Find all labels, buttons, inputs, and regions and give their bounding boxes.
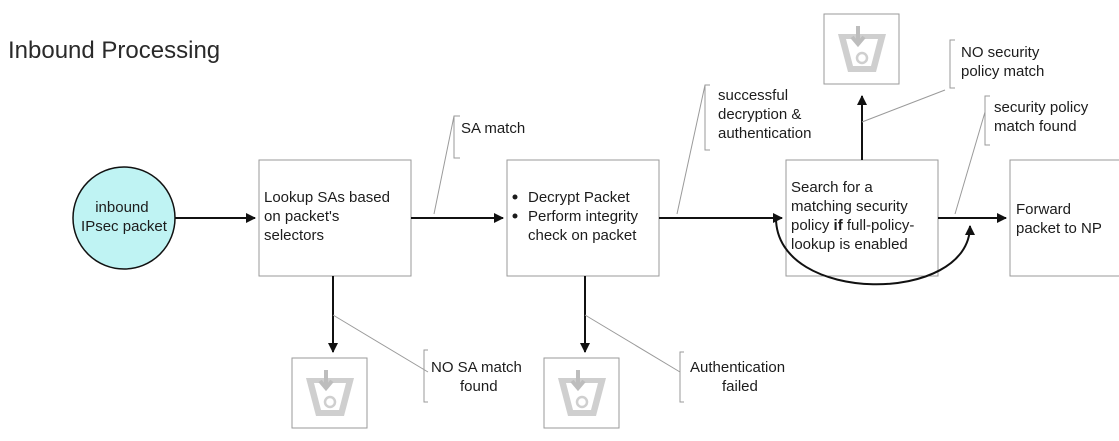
lookup-sa-label: Lookup SAs based on packet's selectors bbox=[264, 189, 394, 244]
callout-sa-match-leader bbox=[433, 115, 460, 215]
forward-box bbox=[1009, 159, 1119, 277]
arrow-bypass-search bbox=[775, 217, 975, 286]
trash-discard-icon bbox=[290, 356, 369, 430]
bullet-dot bbox=[512, 194, 518, 200]
search-policy-box bbox=[785, 159, 939, 277]
forward-label: Forward packet to NP bbox=[1016, 201, 1102, 237]
callout-decrypt-success: successful decryption & authentication bbox=[718, 87, 811, 142]
callout-no-policy-leader bbox=[861, 39, 955, 123]
callout-policy-found: security policy match found bbox=[994, 99, 1092, 135]
callout-no-sa-match-leader bbox=[332, 314, 429, 403]
callout-decrypt-success-leader bbox=[676, 84, 710, 215]
lookup-sa-box bbox=[258, 159, 412, 277]
callout-auth-failed: Authentication failed bbox=[690, 359, 789, 395]
start-node-label: inbound IPsec packet bbox=[81, 199, 168, 235]
bullet-dot bbox=[512, 213, 518, 219]
page-title: Inbound Processing bbox=[8, 37, 220, 64]
callout-policy-found-leader bbox=[954, 95, 990, 215]
search-policy-label: Search for a matching security policy if… bbox=[791, 179, 919, 253]
callout-no-sa-match: NO SA match found bbox=[431, 359, 526, 395]
decrypt-label: Decrypt Packet Perform integrity check o… bbox=[528, 189, 642, 244]
decrypt-box bbox=[506, 159, 660, 277]
trash-discard-icon bbox=[542, 356, 621, 430]
callout-sa-match: SA match bbox=[461, 120, 525, 137]
callout-auth-failed-leader bbox=[584, 314, 684, 403]
callout-no-policy: NO security policy match bbox=[961, 44, 1044, 80]
trash-discard-icon bbox=[822, 12, 901, 86]
